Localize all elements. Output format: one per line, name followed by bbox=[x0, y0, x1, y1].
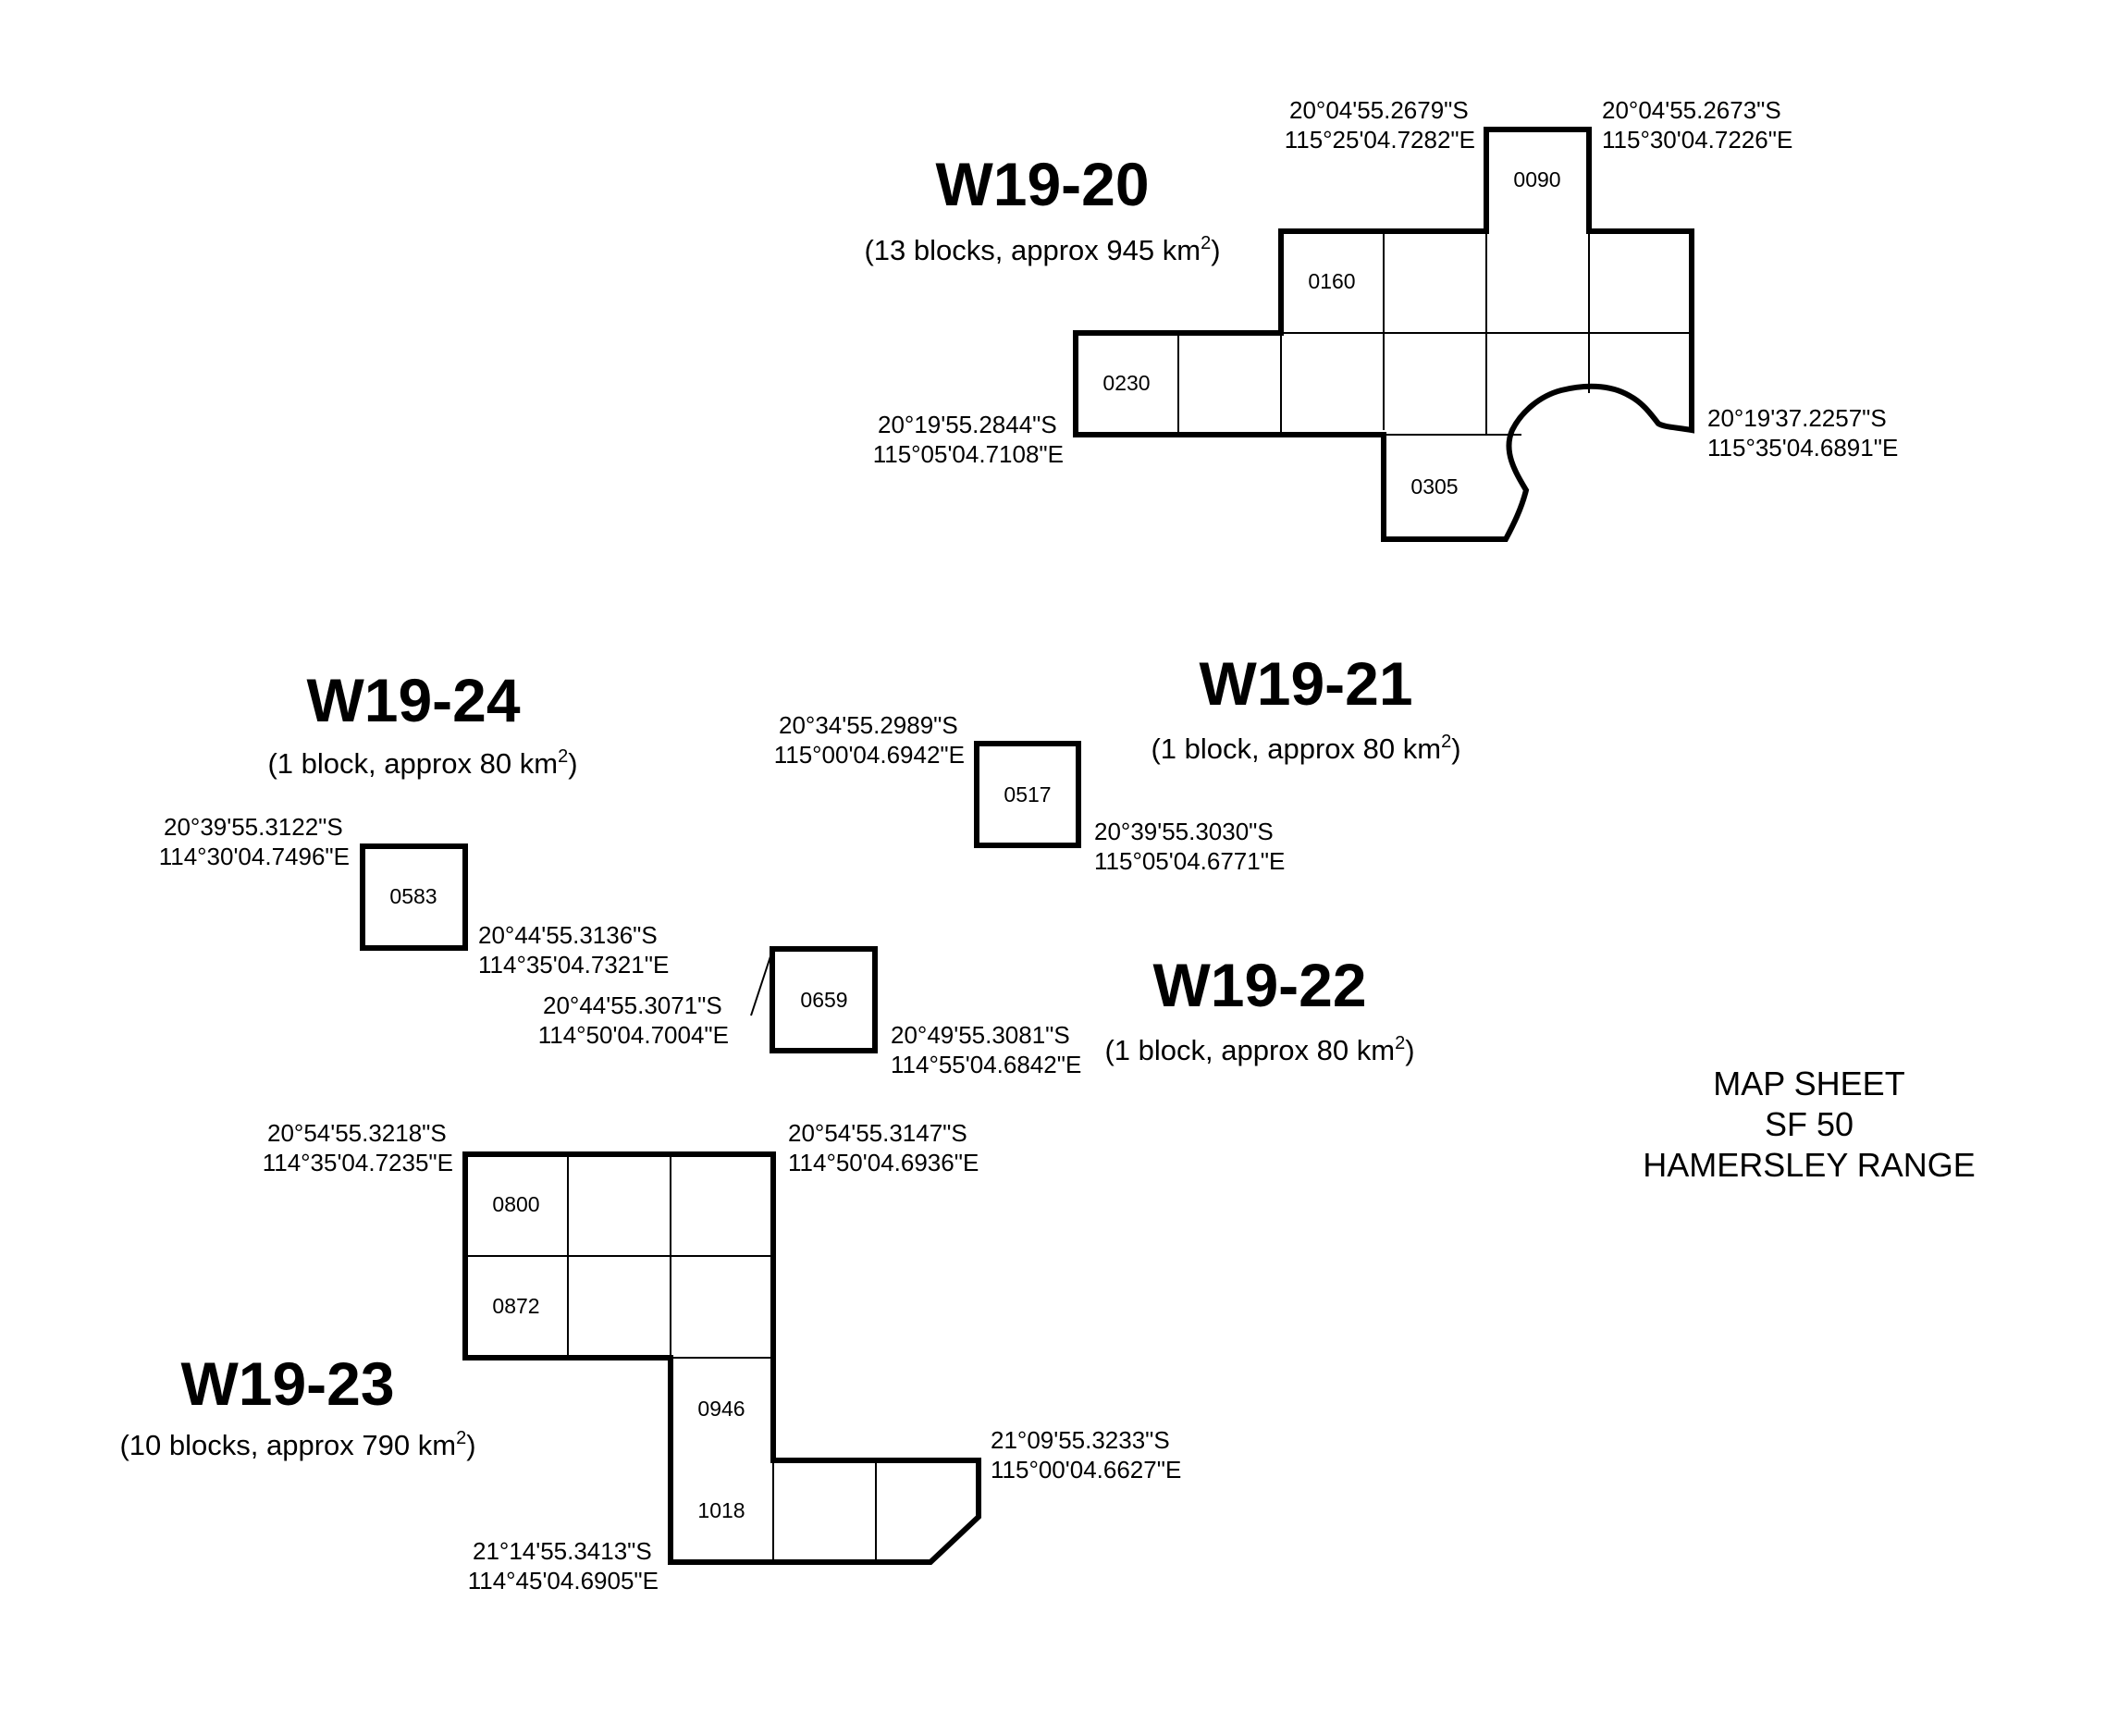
block-0305: 0305 bbox=[1410, 474, 1458, 499]
w19-20-coord-top-right: 20°04'55.2673"S 115°30'04.7226"E bbox=[1602, 96, 1792, 154]
block-0517: 0517 bbox=[1004, 782, 1051, 806]
w19-22-title: W19-22 bbox=[1152, 951, 1366, 1019]
block-0583: 0583 bbox=[389, 884, 437, 908]
w19-21-coord-bottom-right: 20°39'55.3030"S 115°05'04.6771"E bbox=[1094, 818, 1285, 875]
w19-24-coord-bottom-right: 20°44'55.3136"S 114°35'04.7321"E bbox=[478, 921, 669, 979]
area-w19-22: 0659 W19-22 (1 block, approx 80 km2) 20°… bbox=[538, 946, 1415, 1078]
w19-22-coord-bottom-right: 20°49'55.3081"S 114°55'04.6842"E bbox=[891, 1021, 1081, 1078]
map-sheet-label: MAP SHEET SF 50 HAMERSLEY RANGE bbox=[1643, 1065, 1975, 1184]
w19-20-coord-left: 20°19'55.2844"S 115°05'04.7108"E bbox=[873, 411, 1064, 468]
w19-23-title: W19-23 bbox=[180, 1349, 394, 1418]
w19-21-subtitle: (1 block, approx 80 km2) bbox=[1151, 732, 1460, 765]
w19-20-coord-top-left: 20°04'55.2679"S 115°25'04.7282"E bbox=[1285, 96, 1475, 154]
area-w19-21: 0517 W19-21 (1 block, approx 80 km2) 20°… bbox=[774, 649, 1461, 875]
w19-23-coord-top-right: 20°54'55.3147"S 114°50'04.6936"E bbox=[788, 1119, 979, 1176]
block-0230: 0230 bbox=[1102, 371, 1150, 395]
w19-23-boundary bbox=[462, 1151, 981, 1565]
area-w19-23: 0800 0872 0946 1018 W19-23 (10 blocks, a… bbox=[119, 1119, 1181, 1594]
block-0160: 0160 bbox=[1308, 269, 1355, 293]
w19-24-boundary bbox=[360, 843, 468, 951]
block-0659: 0659 bbox=[800, 988, 847, 1012]
block-1018: 1018 bbox=[697, 1498, 745, 1522]
w19-21-boundary bbox=[974, 741, 1081, 848]
block-0946: 0946 bbox=[697, 1397, 745, 1421]
map-sheet-line-3: HAMERSLEY RANGE bbox=[1643, 1146, 1975, 1184]
w19-23-coord-bottom-left: 21°14'55.3413"S 114°45'04.6905"E bbox=[468, 1537, 659, 1594]
w19-21-coord-top-left: 20°34'55.2989"S 115°00'04.6942"E bbox=[774, 711, 965, 769]
w19-23-grid bbox=[465, 1154, 877, 1562]
w19-23-coord-right: 21°09'55.3233"S 115°00'04.6627"E bbox=[991, 1426, 1181, 1484]
block-0800: 0800 bbox=[492, 1192, 539, 1216]
w19-24-coord-top-left: 20°39'55.3122"S 114°30'04.7496"E bbox=[159, 813, 350, 870]
area-w19-24: 0583 W19-24 (1 block, approx 80 km2) 20°… bbox=[159, 666, 670, 979]
block-0872: 0872 bbox=[492, 1294, 539, 1318]
map-sheet-line-1: MAP SHEET bbox=[1713, 1065, 1904, 1102]
w19-22-leader-line bbox=[750, 950, 773, 1016]
w19-21-title: W19-21 bbox=[1199, 649, 1412, 718]
w19-24-title: W19-24 bbox=[306, 666, 520, 734]
w19-22-subtitle: (1 block, approx 80 km2) bbox=[1104, 1033, 1414, 1066]
map-sheet-line-2: SF 50 bbox=[1765, 1105, 1854, 1143]
w19-20-coord-right: 20°19'37.2257"S 115°35'04.6891"E bbox=[1707, 404, 1898, 462]
w19-24-subtitle: (1 block, approx 80 km2) bbox=[267, 746, 577, 780]
w19-20-boundary bbox=[1073, 127, 1694, 542]
w19-20-subtitle: (13 blocks, approx 945 km2) bbox=[864, 233, 1220, 266]
w19-23-coord-top-left: 20°54'55.3218"S 114°35'04.7235"E bbox=[263, 1119, 453, 1176]
w19-20-title: W19-20 bbox=[935, 150, 1149, 218]
w19-22-boundary bbox=[770, 946, 878, 1053]
area-w19-20: 0090 0160 0230 0305 W19-20 (13 blocks, a… bbox=[864, 96, 1898, 542]
w19-23-subtitle: (10 blocks, approx 790 km2) bbox=[119, 1428, 475, 1461]
w19-22-coord-left: 20°44'55.3071"S 114°50'04.7004"E bbox=[538, 991, 729, 1049]
block-0090: 0090 bbox=[1513, 167, 1560, 191]
